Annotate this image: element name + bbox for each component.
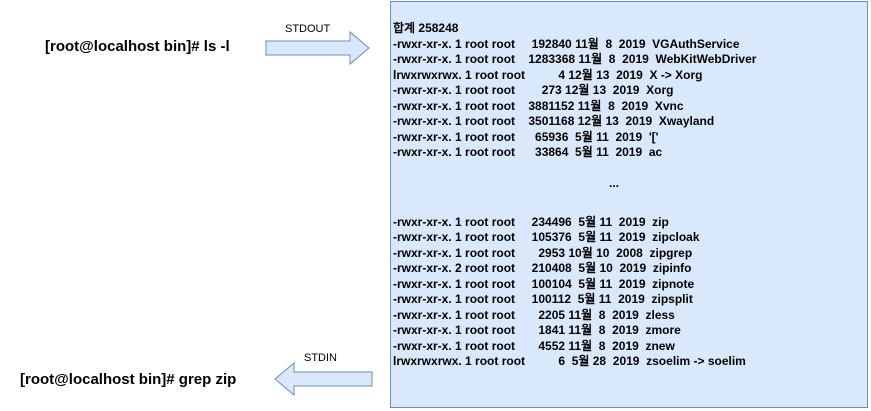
listing-line: -rwxr-xr-x. 1 root root 100112 5월 11 201… (393, 292, 693, 306)
listing-line: -rwxr-xr-x. 1 root root 192840 11월 8 201… (393, 36, 740, 51)
listing-line: -rwxr-xr-x. 1 root root 3881152 11월 8 20… (393, 98, 684, 113)
listing-spacer (393, 161, 756, 177)
listing-line: -rwxr-xr-x. 1 root root 100104 5월 11 201… (393, 276, 695, 291)
listing-line: -rwxr-xr-x. 1 root root 105376 5월 11 201… (393, 230, 700, 244)
file-listing: 합계 258248 -rwxr-xr-x. 1 root root 192840… (393, 21, 756, 370)
listing-line: -rwxr-xr-x. 1 root root 1841 11월 8 2019 … (393, 323, 681, 337)
listing-line: -rwxr-xr-x. 1 root root 234496 5월 11 201… (393, 214, 669, 229)
stdin-label: STDIN (304, 352, 337, 364)
listing-spacer (393, 192, 756, 215)
listing-line: -rwxr-xr-x. 1 root root 2205 11월 8 2019 … (393, 307, 675, 322)
listing-line: -rwxr-xr-x. 1 root root 65936 5월 11 2019… (393, 129, 659, 144)
listing-total: 합계 258248 (393, 21, 459, 35)
listing-line: -rwxr-xr-x. 1 root root 1283368 11월 8 20… (393, 52, 757, 66)
stdin-arrow-icon (274, 361, 373, 397)
terminal-output-panel: 합계 258248 -rwxr-xr-x. 1 root root 192840… (390, 1, 868, 408)
grep-command: [root@localhost bin]# grep zip (20, 371, 237, 388)
listing-line: -rwxr-xr-x. 1 root root 3501168 12월 13 2… (393, 114, 715, 128)
listing-line: -rwxr-xr-x. 1 root root 4552 11월 8 2019 … (393, 338, 675, 353)
stdout-label: STDOUT (285, 23, 331, 35)
listing-line: -rwxr-xr-x. 2 root root 210408 5월 10 201… (393, 261, 692, 275)
listing-line: -rwxr-xr-x. 1 root root 33864 5월 11 2019… (393, 145, 663, 159)
listing-line: lrwxrwxrwx. 1 root root 6 5월 28 2019 zso… (393, 354, 746, 368)
listing-line: -rwxr-xr-x. 1 root root 273 12월 13 2019 … (393, 83, 674, 97)
ls-command: [root@localhost bin]# ls -l (45, 38, 230, 55)
listing-line: ... (609, 176, 620, 190)
listing-line: lrwxrwxrwx. 1 root root 4 12월 13 2019 X … (393, 67, 703, 82)
listing-line: -rwxr-xr-x. 1 root root 2953 10월 10 2008… (393, 245, 693, 260)
stdout-arrow-icon (265, 30, 370, 66)
